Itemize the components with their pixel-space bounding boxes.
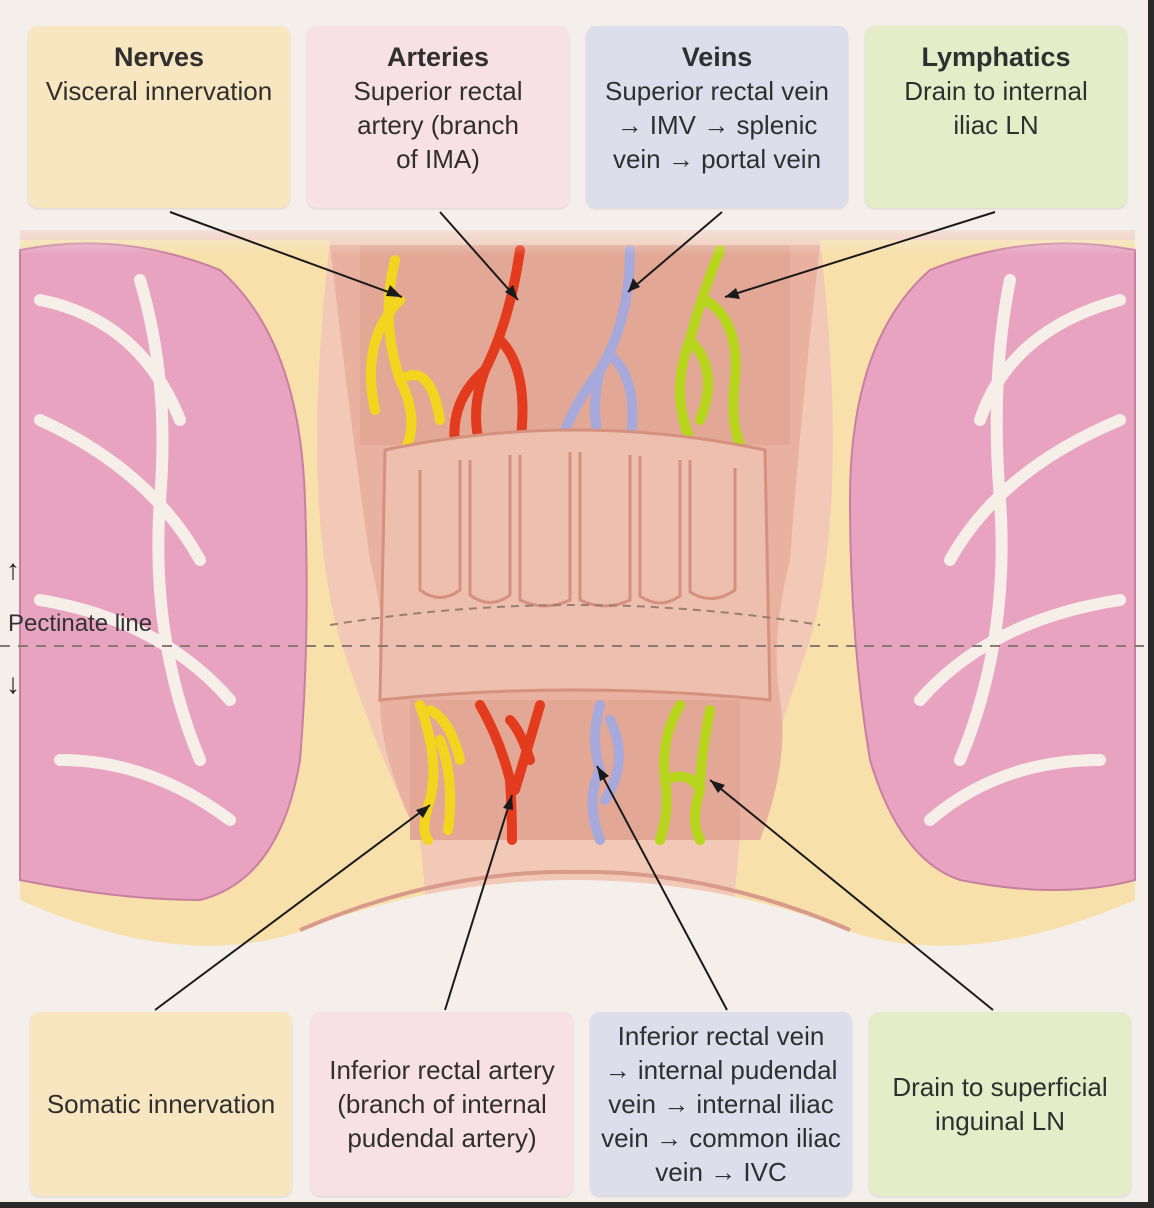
nerves-top-box: Nerves Visceral innervation [28,26,290,208]
up-arrow-icon: ↑ [6,554,20,585]
pectinate-line-label: Pectinate line [8,610,153,637]
veins-bottom-line-4: vein → common iliac [601,1123,841,1153]
arteries-bottom-line-1: Inferior rectal artery [329,1055,555,1085]
nerves-bottom-box: Somatic innervation [30,1012,292,1196]
lymphatics-title: Lymphatics [921,42,1071,72]
lower-nerves [415,700,465,845]
lymphatics-bottom-box: Drain to superficial inguinal LN [869,1012,1131,1196]
nerves-top-line-1: Visceral innervation [45,76,273,106]
veins-bottom-line-5: vein → IVC [655,1157,787,1187]
down-arrow-icon: ↓ [6,668,20,699]
veins-bottom-line-3: vein → internal iliac [608,1089,834,1119]
arteries-bottom-line-3: pudendal artery) [347,1123,537,1153]
arteries-title: Arteries [386,42,490,72]
lymphatics-bottom-line-1: Drain to superficial [892,1072,1108,1102]
veins-top-line-3: vein → portal vein [612,144,822,174]
arteries-top-line-2: artery (branch [357,110,519,140]
upper-arteries [449,245,528,450]
veins-title: Veins [681,42,753,72]
lymphatics-top-box: Lymphatics Drain to internal iliac LN [865,26,1127,208]
leader-lines-bottom [154,765,994,1011]
lymphatics-top-line-2: iliac LN [953,110,1039,140]
arteries-bottom-line-2: (branch of internal [337,1089,547,1119]
veins-bottom-line-2: → internal pudendal [604,1055,838,1085]
veins-top-line-2: → IMV → splenic [616,110,818,140]
leader-arrowheads-bottom [416,766,725,818]
anal-columns-band [378,428,772,702]
lower-lymphatics [655,700,715,845]
right-muscle [848,242,1136,891]
arteries-top-line-3: of IMA) [396,144,480,174]
veins-top-box: Veins Superior rectal vein → IMV → splen… [586,26,848,208]
veins-bottom-line-1: Inferior rectal vein [617,1021,825,1051]
perineum-skin [20,880,1135,1000]
upper-lymphatics [675,245,745,450]
lymphatics-bottom-line-2: inguinal LN [934,1106,1066,1136]
veins-top-line-1: Superior rectal vein [605,76,829,106]
veins-bottom-box: Inferior rectal vein → internal pudendal… [590,1012,852,1196]
arteries-top-line-1: Superior rectal [353,76,523,106]
lower-arteries [475,700,545,845]
nerves-title: Nerves [113,42,205,72]
arteries-bottom-box: Inferior rectal artery (branch of intern… [311,1012,573,1196]
leader-lines-top [169,211,996,301]
arteries-top-box: Arteries Superior rectal artery (branch … [307,26,569,208]
nerves-bottom-line-1: Somatic innervation [46,1089,276,1119]
lower-canal-window [410,700,740,840]
leader-arrowheads-top [386,278,740,300]
lymphatics-top-line-1: Drain to internal [904,76,1088,106]
